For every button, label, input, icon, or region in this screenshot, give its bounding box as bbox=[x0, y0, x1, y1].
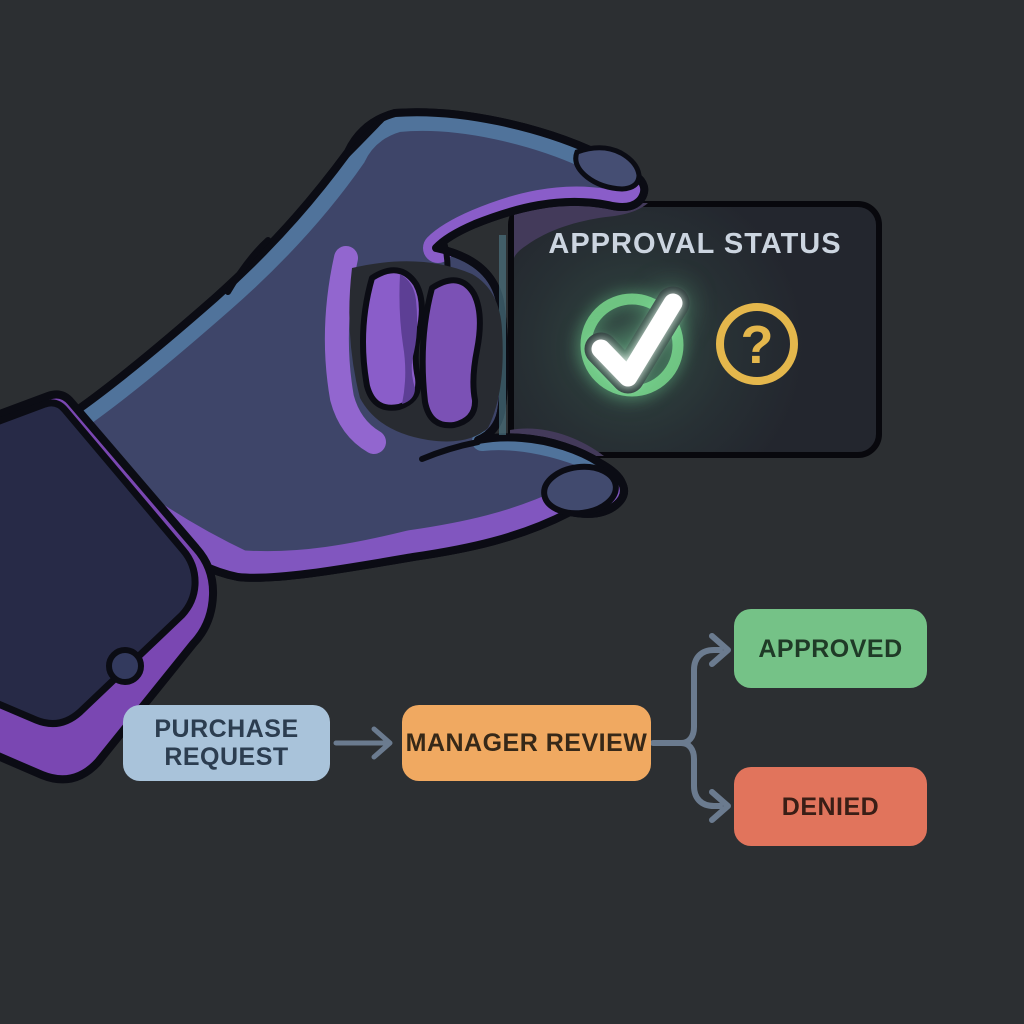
arrowhead-approved bbox=[709, 633, 731, 667]
card-status-icons: ? bbox=[580, 286, 798, 397]
hand-creases bbox=[225, 114, 481, 462]
check-circle-icon bbox=[580, 286, 690, 397]
question-mark-glyph: ? bbox=[741, 315, 774, 375]
question-circle-icon: ? bbox=[716, 303, 798, 385]
approval-status-card: APPROVAL STATUS ? bbox=[508, 201, 882, 458]
arrowhead-denied bbox=[709, 789, 731, 823]
index-fingernail bbox=[573, 145, 642, 192]
flow-node-approved: APPROVED bbox=[734, 609, 927, 688]
flow-node-denied: DENIED bbox=[734, 767, 927, 846]
card-edge-sliver bbox=[499, 235, 506, 435]
flow-node-purchase-request: PURCHASE REQUEST bbox=[123, 705, 330, 781]
cuff-button bbox=[106, 647, 144, 685]
thumb-nail bbox=[541, 463, 619, 517]
flow-node-manager-review: MANAGER REVIEW bbox=[402, 705, 651, 781]
arrowhead-review bbox=[371, 726, 393, 760]
palm-purple-band bbox=[83, 473, 643, 578]
branch-connector bbox=[650, 647, 723, 809]
curled-fingers bbox=[324, 246, 503, 454]
